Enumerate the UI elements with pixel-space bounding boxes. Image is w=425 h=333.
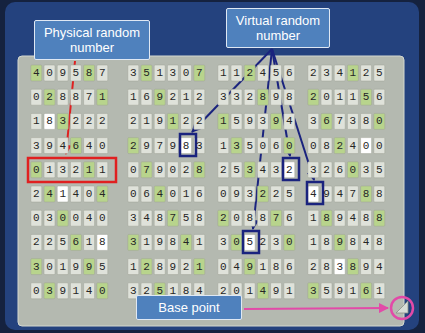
- random-digits: 3 3 2 8 9 8: [220, 89, 293, 105]
- random-digits: 3 4 8 7 5 8: [130, 210, 203, 226]
- random-digits: 3 0 5 2 3 0: [220, 234, 293, 250]
- callout-box: Base point: [136, 295, 242, 320]
- random-digits: 1 8 9 8 4 8: [310, 234, 383, 250]
- random-digits: 1 6 9 2 1 2: [130, 89, 203, 105]
- random-digits: 0 1 3 2 1 1: [33, 162, 106, 178]
- random-digits: 1 8 3 2 2 2: [33, 113, 106, 129]
- callout-box: Physical random number: [34, 20, 150, 60]
- physical-highlight: [28, 158, 116, 182]
- random-digits: 2 0 8 8 7 6: [220, 210, 293, 226]
- random-digits: 2 5 3 4 3 2: [220, 162, 293, 178]
- random-digits: 0 7 9 0 2 8: [130, 162, 203, 178]
- random-digits: 2 2 5 6 1 8: [33, 234, 106, 250]
- random-digits: 3 5 1 3 0 7: [130, 65, 203, 81]
- random-digits: 1 3 5 0 6 0: [220, 138, 293, 154]
- random-digits: 2 0 1 1 5 6: [310, 89, 383, 105]
- random-digits: 1 8 9 4 8 8: [310, 210, 383, 226]
- random-digits: 2 8 3 8 9 4: [310, 259, 383, 275]
- random-digits: 0 3 9 1 4 0: [33, 283, 106, 299]
- random-digits: 1 1 2 4 5 6: [220, 65, 293, 81]
- random-digits: 0 3 0 0 4 0: [33, 210, 106, 226]
- random-digits: 0 2 8 8 7 1: [33, 89, 106, 105]
- card-frame: [5, 2, 419, 330]
- random-digits: 4 0 9 5 8 7: [33, 65, 106, 81]
- callout-box: Virtual random number: [226, 8, 330, 48]
- callout-label: Physical random number: [41, 25, 143, 55]
- callout-label: Base point: [143, 300, 235, 315]
- random-digits: 3 5 9 1 6 1: [310, 283, 383, 299]
- random-digits: 0 4 9 1 8 6: [220, 259, 293, 275]
- random-digits: 2 3 4 1 2 5: [310, 65, 383, 81]
- callout-label: Virtual random number: [233, 13, 323, 43]
- random-digits: 3 2 6 0 3 5: [310, 162, 383, 178]
- card-panel: [18, 56, 404, 326]
- random-digits: 0 9 3 2 2 5: [220, 186, 293, 202]
- leader-line: [244, 308, 388, 309]
- random-digits: 4 9 4 7 8 8: [310, 186, 383, 202]
- random-digits: 2 1 9 1 2 2: [130, 113, 203, 129]
- random-digits: 1 2 8 9 2 1: [130, 259, 203, 275]
- base-point-circle: [391, 297, 413, 319]
- base-triangle: [396, 301, 408, 313]
- random-digits: 2 9 7 9 8 3: [130, 138, 203, 154]
- random-digits: 3 1 9 8 4 1: [130, 234, 203, 250]
- random-digits: 3 6 7 3 8 0: [310, 113, 383, 129]
- random-digits: 3 0 1 9 9 5: [33, 259, 106, 275]
- random-digits: 2 4 1 4 0 4: [33, 186, 106, 202]
- random-digits: 3 9 4 6 4 0: [33, 138, 106, 154]
- random-digits: 0 8 2 4 0 0: [310, 138, 383, 154]
- random-digits: 1 5 9 3 9 4: [220, 113, 293, 129]
- random-digits: 0 6 4 0 1 6: [130, 186, 203, 202]
